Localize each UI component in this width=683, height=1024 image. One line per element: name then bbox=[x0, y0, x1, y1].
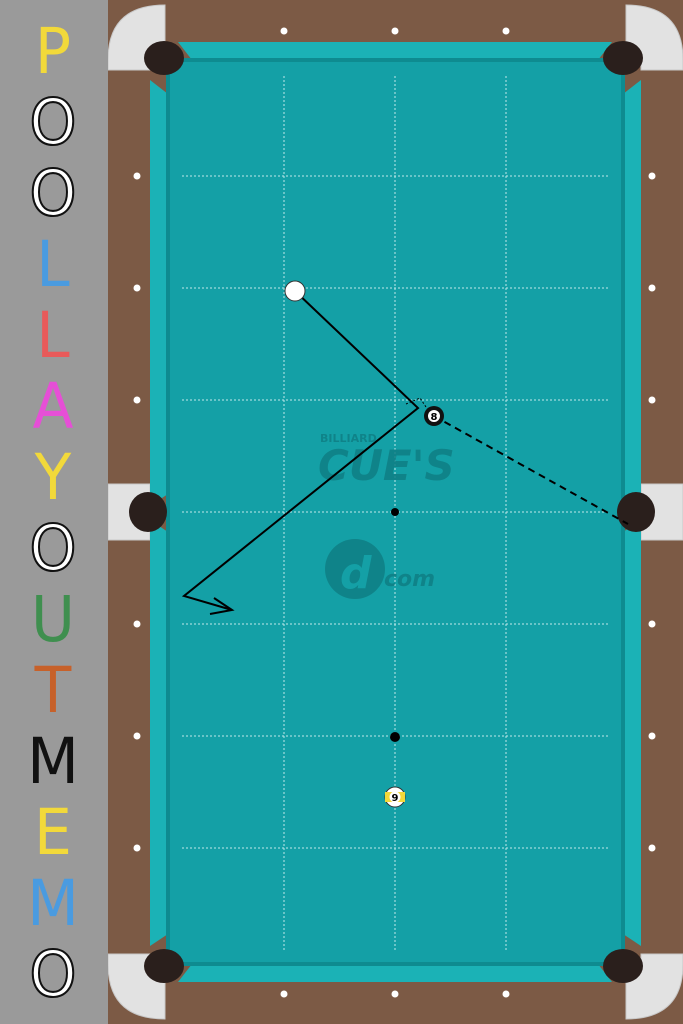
diamond-marker bbox=[280, 990, 288, 998]
nine-ball-label: 9 bbox=[392, 793, 399, 804]
title-letter: A bbox=[32, 370, 74, 444]
diamond-marker bbox=[502, 990, 510, 998]
contact-ghost-marker bbox=[405, 397, 429, 411]
watermark-glyph: d bbox=[340, 548, 372, 599]
title-letter: O bbox=[28, 512, 77, 586]
diamond-marker bbox=[648, 284, 656, 292]
pocket-top-left bbox=[144, 41, 184, 75]
diamond-marker bbox=[133, 620, 141, 628]
foot-spot bbox=[390, 732, 400, 742]
diamond-marker bbox=[280, 27, 288, 35]
diamond-marker bbox=[648, 620, 656, 628]
watermark-big: CUE'S bbox=[318, 441, 455, 490]
watermark-circle-icon bbox=[325, 539, 385, 599]
pocket-side-right bbox=[617, 492, 655, 532]
title-letter: O bbox=[28, 938, 77, 1012]
pocket-top-right bbox=[603, 41, 643, 75]
pocket-bottom-right bbox=[603, 949, 643, 983]
watermark-small: BILLIARD bbox=[320, 432, 377, 445]
title-letter: Y bbox=[34, 441, 72, 515]
watermark-logo: BILLIARD CUE'S d com bbox=[318, 432, 455, 599]
title-letter: U bbox=[31, 583, 75, 657]
title-letter: O bbox=[28, 157, 77, 231]
diamond-marker bbox=[648, 844, 656, 852]
title-letter: O bbox=[28, 86, 77, 160]
diamond-marker bbox=[391, 27, 399, 35]
rail-diamonds bbox=[133, 27, 656, 998]
eight-ball[interactable]: 8 bbox=[424, 406, 444, 426]
diamond-marker bbox=[648, 732, 656, 740]
nine-ball[interactable]: 9 bbox=[384, 786, 406, 808]
watermark-sub: com bbox=[384, 567, 435, 592]
title-letter: M bbox=[27, 725, 79, 799]
object-ball-path-line bbox=[433, 415, 629, 525]
diamond-marker bbox=[502, 27, 510, 35]
cushions bbox=[150, 42, 641, 982]
title-letter: P bbox=[34, 15, 72, 89]
diamond-marker bbox=[133, 284, 141, 292]
diamond-marker bbox=[133, 396, 141, 404]
arrow-head-icon bbox=[209, 597, 235, 615]
title-letter: M bbox=[27, 867, 79, 941]
cue-path-line bbox=[181, 290, 420, 611]
eight-ball-label: 8 bbox=[431, 412, 438, 423]
shot-lines bbox=[181, 290, 629, 615]
diamond-marker bbox=[648, 396, 656, 404]
pocket-bottom-left bbox=[144, 949, 184, 983]
title-letter: T bbox=[34, 654, 72, 728]
pockets bbox=[129, 41, 655, 983]
title-sidebar bbox=[0, 0, 108, 1024]
title-letter: L bbox=[36, 228, 70, 302]
diamond-marker bbox=[133, 172, 141, 180]
center-spot bbox=[391, 508, 399, 516]
diamond-marker bbox=[648, 172, 656, 180]
diamond-marker bbox=[133, 732, 141, 740]
diamond-marker bbox=[391, 990, 399, 998]
pool-table[interactable]: BILLIARD CUE'S d com 8 9 bbox=[108, 0, 683, 1024]
title-letter: L bbox=[36, 299, 70, 373]
pocket-side-left bbox=[129, 492, 167, 532]
cue-ball[interactable] bbox=[284, 280, 306, 302]
title-letter: E bbox=[34, 796, 72, 870]
diamond-marker bbox=[133, 844, 141, 852]
